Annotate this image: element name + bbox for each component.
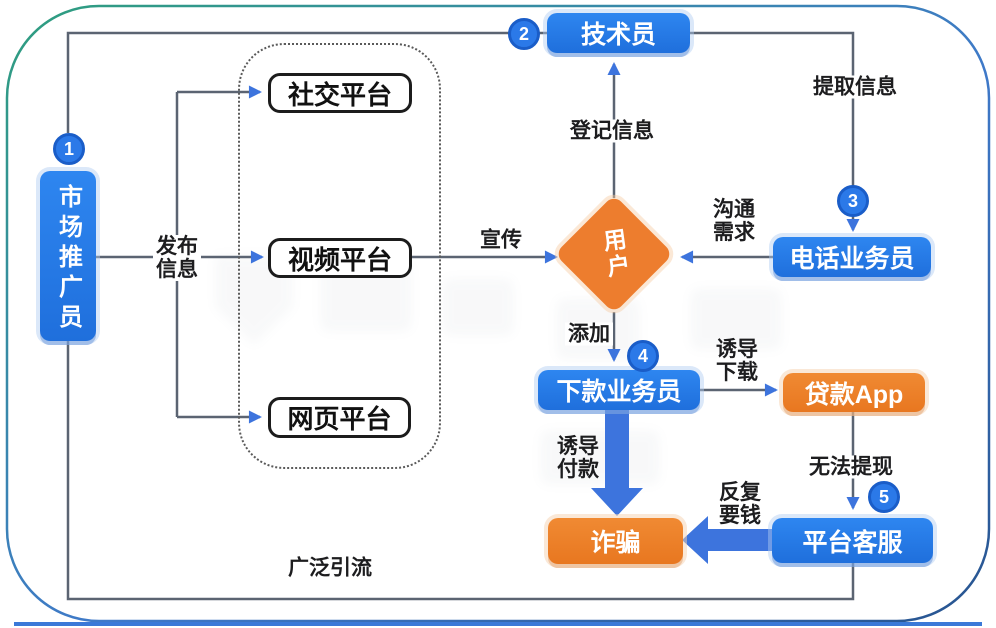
node-market-promoter: 市场推广员 bbox=[40, 171, 96, 341]
edge-label-cannot-withdraw: 无法提现 bbox=[806, 455, 896, 479]
platform-group-container bbox=[238, 43, 441, 469]
node-phone-salesman: 电话业务员 bbox=[773, 237, 931, 277]
step-badge-4: 4 bbox=[627, 340, 659, 372]
node-platform-support: 平台客服 bbox=[772, 518, 933, 563]
step-badge-2: 2 bbox=[508, 18, 540, 50]
edge-label-wide-traffic: 广泛引流 bbox=[288, 556, 372, 580]
edge-promoter-to-technician bbox=[66, 31, 547, 133]
edge-label-communicate-needs: 沟通 需求 bbox=[713, 198, 755, 244]
node-technician: 技术员 bbox=[547, 13, 690, 53]
node-user-label: 用户 bbox=[598, 226, 632, 282]
step-badge-5: 5 bbox=[868, 481, 900, 513]
edge-label-promote: 宣传 bbox=[477, 228, 525, 252]
edge-technician-to-phone-salesman bbox=[690, 31, 860, 232]
edge-label-register-info: 登记信息 bbox=[567, 119, 657, 143]
node-video-platform: 视频平台 bbox=[268, 238, 412, 278]
node-social-platform: 社交平台 bbox=[268, 73, 412, 113]
node-loan-app: 贷款App bbox=[783, 373, 925, 412]
edge-label-induce-payment: 诱导 付款 bbox=[557, 435, 599, 481]
edge-label-publish-info: 发布 信息 bbox=[153, 235, 201, 281]
thick-arrow-loan-salesman-to-fraud bbox=[591, 410, 643, 516]
node-loan-salesman: 下款业务员 bbox=[538, 370, 700, 410]
node-fraud: 诈骗 bbox=[548, 518, 683, 564]
thick-arrow-support-to-fraud bbox=[682, 516, 772, 564]
edge-label-add: 添加 bbox=[565, 322, 613, 346]
node-web-platform: 网页平台 bbox=[268, 397, 411, 438]
edge-label-induce-download: 诱导 下载 bbox=[716, 338, 758, 384]
step-badge-3: 3 bbox=[837, 185, 869, 217]
outer-frame bbox=[5, 4, 991, 623]
edge-support-loop-to-promoter bbox=[66, 341, 855, 601]
edge-label-repeat-demand: 反复 要钱 bbox=[716, 481, 764, 527]
edge-label-extract-info: 提取信息 bbox=[810, 75, 900, 99]
step-badge-1: 1 bbox=[53, 133, 85, 165]
